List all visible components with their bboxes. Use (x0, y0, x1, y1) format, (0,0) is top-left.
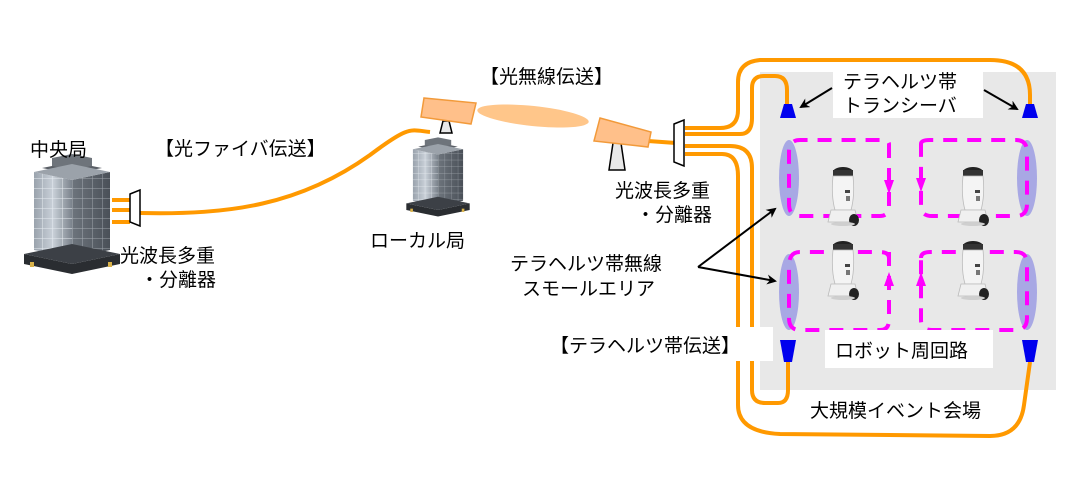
local-office-label: ローカル局 (370, 230, 465, 252)
transceiver-top-right-icon (1022, 104, 1038, 118)
robot-path-bottom-right (919, 250, 1029, 332)
wdm-left-label-line2: ・分離器 (140, 269, 216, 291)
robot-path-bottom-left (787, 250, 891, 332)
local-office-building-icon (406, 137, 470, 217)
transceiver-label-line1: テラヘルツ帯 (843, 71, 957, 93)
central-office-label: 中央局 (30, 139, 87, 161)
antenna-to-mux-fiber (647, 139, 677, 145)
fiber-bundle-right (685, 58, 1032, 439)
arrow-up-icon (884, 272, 894, 286)
venue-label: 大規模イベント会場 (810, 400, 981, 422)
optical-wireless-antenna-left-icon (420, 97, 477, 134)
transceiver-top-left-icon (780, 104, 796, 118)
thz-transmission-label: 【テラヘルツ帯伝送】 (550, 335, 740, 357)
mux-fiber-stubs-left (112, 198, 130, 224)
wdm-right-label-line2: ・分離器 (636, 204, 712, 226)
wdm-right-label-line1: 光波長多重 (615, 180, 710, 202)
optical-wireless-antenna-right-icon (593, 117, 652, 171)
robot-path-top-left (787, 138, 891, 218)
optical-beam (477, 104, 589, 128)
arrow-up-icon (916, 272, 926, 286)
small-area-label-line1: テラヘルツ帯無線 (510, 253, 662, 275)
optical-fiber-cable (139, 128, 431, 216)
robot-circuit-label: ロボット周回路 (835, 340, 968, 362)
fiber-transmission-label: 【光ファイバ伝送】 (155, 138, 326, 160)
robot-path-top-right (919, 138, 1029, 218)
central-office-building-icon (24, 154, 120, 274)
small-area-bottom-left (779, 254, 799, 330)
annotation-arrows (697, 87, 1019, 285)
robot-circuit-label-bg (825, 330, 993, 368)
arrow-down-icon (884, 180, 894, 194)
robot-circuit-paths (787, 138, 1029, 332)
wdm-mux-left-icon (129, 188, 141, 228)
optical-wireless-label: 【光無線伝送】 (480, 66, 613, 88)
transceiver-bottom-right-icon (1022, 340, 1038, 362)
small-area-label-line2: スモールエリア (522, 278, 655, 300)
small-area-top-right (1017, 140, 1037, 216)
transceiver-label-bg (833, 66, 983, 118)
transceiver-label-line2: トランシーバ (843, 95, 957, 117)
wdm-mux-right-icon (673, 118, 685, 168)
arrow-down-icon (916, 178, 926, 192)
thz-transmission-label-bg (545, 327, 773, 361)
circuit-direction-arrows (884, 178, 926, 286)
wdm-left-label-line1: 光波長多重 (120, 245, 215, 267)
thz-transceivers (780, 104, 1038, 362)
transceiver-bottom-left-icon (780, 340, 796, 362)
